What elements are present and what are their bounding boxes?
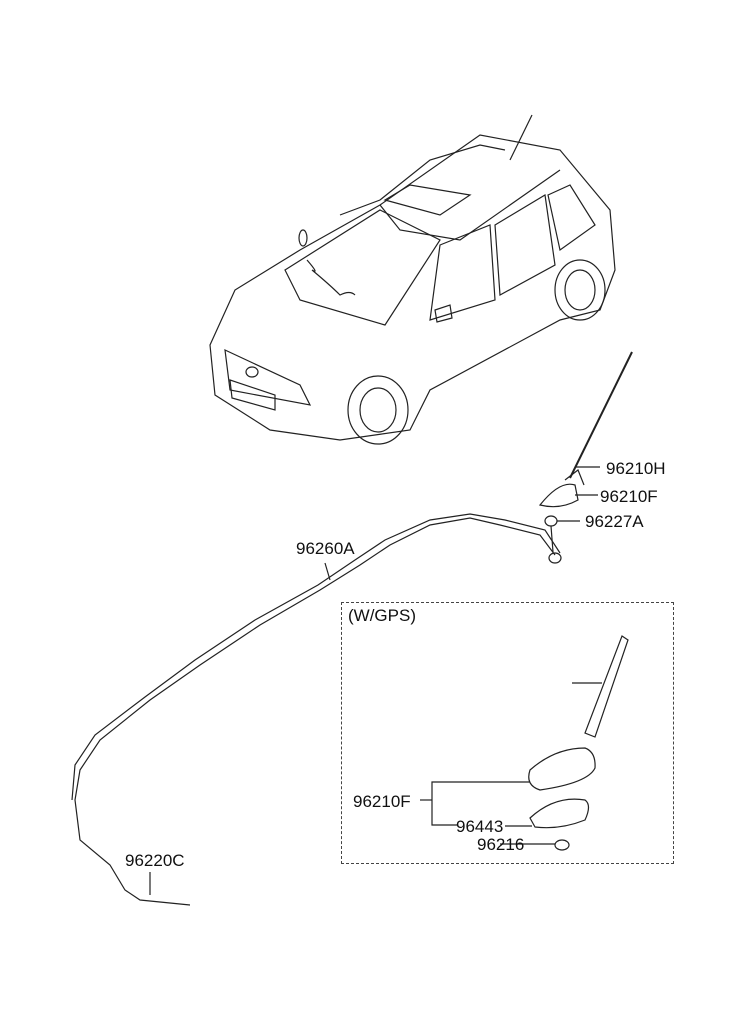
label-antenna-base: 96210F <box>600 487 658 506</box>
label-roof-cable: 96260A <box>296 539 355 558</box>
car-illustration <box>209 114 616 445</box>
label-antenna-mast: 96210H <box>606 459 666 478</box>
label-extension-cable: 96220C <box>125 851 185 870</box>
antenna-illustration <box>538 351 633 564</box>
gps-antenna-illustration <box>420 635 629 851</box>
gps-variant-box <box>341 602 674 864</box>
label-nut: 96227A <box>585 512 644 531</box>
label-gps-group-title: (W/GPS) <box>348 606 416 625</box>
label-gps-antenna: 96210F <box>353 792 411 811</box>
roof-cable-illustration <box>71 513 561 906</box>
label-gps-gasket: 96443 <box>456 817 504 836</box>
label-gps-nut: 96216 <box>477 835 525 854</box>
